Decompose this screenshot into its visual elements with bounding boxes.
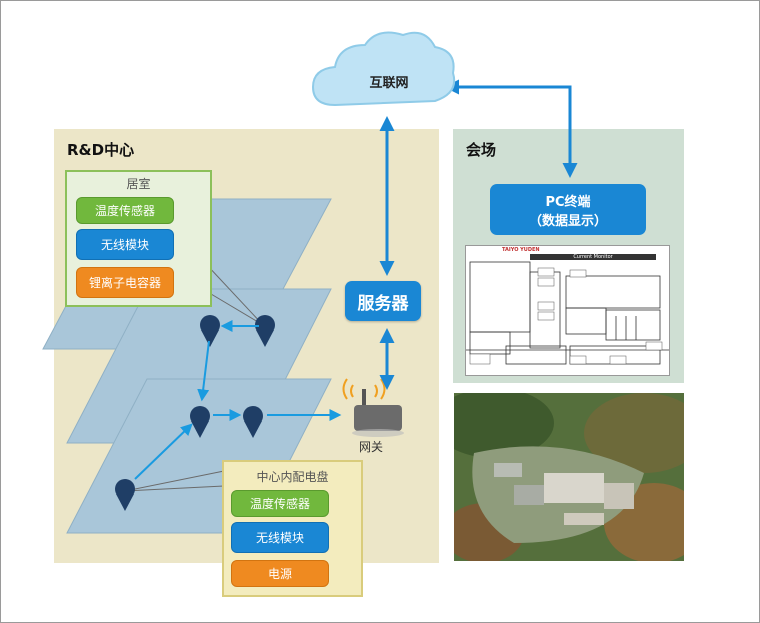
power-supply-box: 电源	[231, 560, 329, 587]
pc-terminal-box: PC终端 （数据显示）	[490, 184, 646, 235]
pc-terminal-label: PC终端	[545, 194, 591, 210]
sensor-pin	[200, 315, 220, 347]
temperature-sensor-box: 温度传感器	[231, 490, 329, 517]
sensor-pin	[255, 315, 275, 347]
rd-center-title: R&D中心	[67, 141, 135, 159]
home-card-title: 居室	[126, 177, 151, 191]
monitor-screenshot: TAIYO YUDEN Current Monitor	[465, 245, 670, 376]
monitor-brand: TAIYO YUDEN	[502, 247, 540, 253]
distribution-board-title: 中心内配电盘	[256, 470, 329, 484]
temperature-sensor-box: 温度传感器	[76, 197, 174, 224]
aerial-photo	[454, 393, 684, 561]
cloud-icon	[311, 31, 456, 107]
aerial-photo-graphic	[454, 393, 684, 561]
wireless-module-box: 无线模块	[76, 229, 174, 260]
sensor-pin	[115, 479, 135, 511]
pc-terminal-sublabel: （数据显示）	[528, 213, 607, 229]
floor-plan-graphic	[466, 261, 669, 365]
internet-label: 互联网	[369, 76, 409, 91]
wireless-module-box: 无线模块	[231, 522, 329, 553]
gateway-label: 网关	[359, 440, 384, 454]
sensor-pin	[190, 406, 210, 438]
li-ion-capacitor-box: 锂离子电容器	[76, 267, 174, 298]
gateway-device	[342, 378, 404, 437]
sensor-pin	[243, 406, 263, 438]
server-box: 服务器	[345, 281, 421, 321]
monitor-heading: Current Monitor	[530, 254, 656, 260]
